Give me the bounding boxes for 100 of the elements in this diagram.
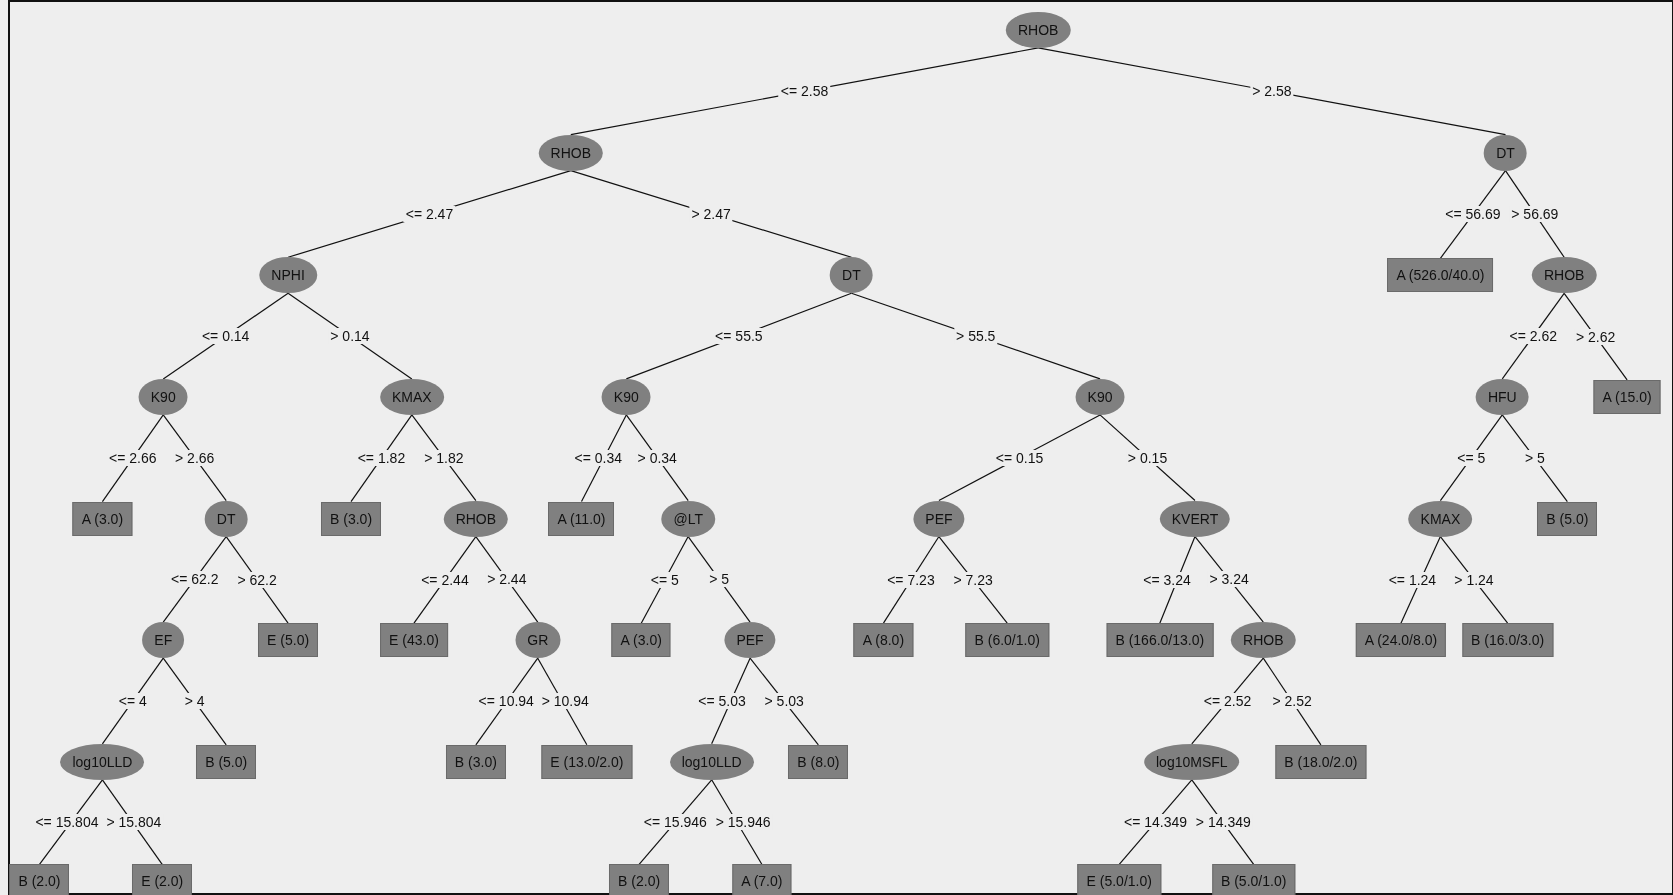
- edge-label: <= 10.94: [476, 693, 536, 710]
- split-ellipse: PEF: [913, 500, 965, 537]
- leaf-box: A (11.0): [548, 501, 615, 536]
- split-ellipse: K90: [1075, 378, 1125, 415]
- edge-label: > 5: [1522, 450, 1547, 467]
- leaf-box: A (526.0/40.0): [1387, 258, 1494, 293]
- leaf-box: E (13.0/2.0): [541, 744, 633, 779]
- edge-label: > 0.15: [1125, 449, 1170, 466]
- leaf-box: A (3.0): [72, 501, 133, 536]
- edge-label: <= 2.62: [1507, 328, 1559, 345]
- edge-label: > 2.44: [485, 571, 529, 588]
- leaf-box: B (3.0): [321, 501, 382, 536]
- edge-label: > 0.34: [635, 449, 679, 466]
- leaf-box: B (166.0/13.0): [1106, 623, 1214, 658]
- split-ellipse: RHOB: [538, 134, 604, 171]
- split-ellipse: KMAX: [1408, 500, 1473, 537]
- leaf-box: B (2.0): [609, 864, 670, 895]
- edge-label: <= 2.47: [403, 205, 456, 222]
- edge-label: <= 0.34: [572, 450, 625, 467]
- edge-label: <= 2.52: [1201, 693, 1254, 709]
- branch-line: [570, 47, 1039, 136]
- split-ellipse: RHOB: [1005, 11, 1071, 48]
- edge-label: > 62.2: [235, 571, 279, 588]
- edge-label: <= 62.2: [168, 571, 221, 588]
- split-ellipse: log10MSFL: [1144, 743, 1240, 780]
- split-ellipse: HFU: [1475, 378, 1529, 415]
- split-ellipse: DT: [830, 257, 873, 294]
- edge-label: > 55.5: [954, 328, 998, 345]
- edge-label: <= 0.15: [993, 449, 1046, 466]
- split-ellipse: RHOB: [1231, 622, 1296, 659]
- edge-label: > 3.24: [1207, 571, 1251, 588]
- edge-label: > 15.946: [713, 814, 773, 831]
- leaf-box: B (6.0/1.0): [965, 623, 1049, 658]
- edge-label: > 7.23: [951, 571, 995, 588]
- edge-label: <= 2.44: [419, 571, 471, 588]
- edge-label: <= 0.14: [199, 328, 252, 345]
- edge-label: <= 4: [116, 693, 149, 709]
- split-ellipse: RHOB: [443, 500, 509, 537]
- edge-label: > 5: [707, 571, 732, 588]
- edge-label: <= 5: [648, 571, 681, 588]
- leaf-box: B (2.0): [9, 864, 70, 895]
- edge-label: <= 5.03: [696, 693, 748, 709]
- leaf-box: B (8.0): [788, 744, 849, 779]
- split-ellipse: GR: [515, 622, 561, 659]
- leaf-box: A (15.0): [1593, 379, 1661, 414]
- split-ellipse: K90: [138, 378, 188, 415]
- edge-label: > 2.62: [1574, 328, 1618, 345]
- leaf-box: E (5.0/1.0): [1077, 864, 1161, 895]
- split-ellipse: @LT: [661, 500, 715, 537]
- split-ellipse: log10LLD: [669, 743, 754, 780]
- leaf-box: B (5.0/1.0): [1212, 864, 1296, 895]
- leaf-box: A (24.0/8.0): [1355, 623, 1447, 658]
- edge-label: <= 56.69: [1443, 206, 1503, 223]
- edge-label: <= 3.24: [1141, 571, 1193, 588]
- edge-label: > 5.03: [762, 693, 806, 710]
- split-ellipse: PEF: [724, 622, 776, 659]
- edge-label: <= 2.66: [107, 450, 159, 467]
- edge-label: > 10.94: [539, 693, 591, 710]
- leaf-box: E (2.0): [132, 864, 193, 895]
- leaf-box: E (5.0): [258, 623, 319, 658]
- edge-label: > 15.804: [104, 814, 164, 831]
- split-ellipse: KVERT: [1159, 500, 1231, 537]
- leaf-box: A (8.0): [853, 623, 914, 658]
- edge-label: <= 7.23: [885, 571, 937, 588]
- edge-label: <= 15.946: [641, 814, 709, 831]
- branch-line: [687, 535, 751, 623]
- leaf-box: E (43.0): [380, 623, 448, 658]
- edge-label: > 0.14: [328, 328, 372, 345]
- edge-label: <= 1.82: [355, 450, 408, 467]
- split-ellipse: DT: [1484, 134, 1527, 171]
- edge-label: > 4: [182, 693, 207, 710]
- split-ellipse: NPHI: [259, 257, 317, 294]
- edge-label: > 1.82: [422, 449, 466, 466]
- edge-label: <= 14.349: [1122, 814, 1190, 831]
- leaf-box: B (5.0): [196, 744, 257, 779]
- edge-label: > 14.349: [1193, 814, 1253, 831]
- split-ellipse: RHOB: [1531, 257, 1597, 294]
- edge-label: > 2.47: [689, 205, 733, 222]
- edge-label: <= 15.804: [33, 814, 101, 831]
- leaf-box: A (3.0): [611, 623, 671, 658]
- edge-label: <= 1.24: [1386, 571, 1439, 588]
- split-ellipse: KMAX: [380, 378, 444, 415]
- branch-line: [1501, 414, 1568, 503]
- leaf-box: B (5.0): [1537, 501, 1598, 536]
- edge-label: <= 5: [1455, 449, 1488, 466]
- split-ellipse: log10LLD: [60, 743, 145, 780]
- leaf-box: A (7.0): [732, 864, 792, 895]
- branch-line: [162, 657, 227, 746]
- edge-label: <= 2.58: [778, 83, 831, 100]
- split-ellipse: EF: [142, 622, 185, 659]
- split-ellipse: K90: [601, 378, 651, 415]
- edge-label: > 1.24: [1452, 571, 1496, 588]
- edge-label: > 56.69: [1509, 205, 1561, 222]
- leaf-box: B (18.0/2.0): [1275, 744, 1367, 779]
- edge-label: <= 55.5: [713, 328, 765, 345]
- edge-label: > 2.66: [173, 449, 217, 466]
- split-ellipse: DT: [204, 500, 248, 537]
- leaf-box: B (3.0): [445, 744, 506, 779]
- branch-line: [1037, 47, 1507, 136]
- edge-label: > 2.52: [1270, 693, 1314, 710]
